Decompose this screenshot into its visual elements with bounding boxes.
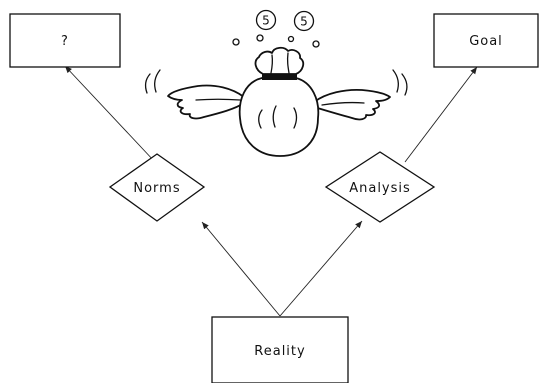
goal-box: Goal — [433, 13, 539, 68]
motion-lines-right-icon — [392, 69, 408, 96]
left-wing-icon — [167, 84, 245, 120]
reality-box: Reality — [211, 316, 349, 383]
coin-1-icon: 5 — [255, 9, 277, 31]
right-wing-icon — [313, 88, 391, 121]
arrow-reality-to-analysis — [279, 220, 363, 317]
arrow-norms-to-unknown — [64, 65, 156, 163]
goal-label: Goal — [469, 34, 503, 49]
money-bag-tie-icon — [262, 73, 297, 80]
arrow-analysis-to-goal — [404, 66, 478, 163]
unknown-label: ? — [61, 34, 69, 49]
arrow-reality-to-norms — [201, 221, 281, 317]
money-bag-body-icon — [238, 77, 320, 157]
connectors — [64, 65, 478, 317]
unknown-box: ? — [9, 13, 121, 68]
norms-label: Norms — [133, 181, 180, 196]
norms-diamond: Norms — [108, 153, 206, 222]
flying-money-bag-illustration: 5 5 — [144, 9, 408, 157]
coin-2-icon: 5 — [293, 10, 315, 32]
money-bag-top-icon — [254, 46, 305, 75]
coin-2-label: 5 — [300, 15, 308, 29]
coin-1-label: 5 — [262, 14, 270, 28]
reality-label: Reality — [254, 344, 305, 359]
analysis-diamond: Analysis — [324, 151, 436, 223]
analysis-label: Analysis — [349, 181, 411, 196]
motion-lines-left-icon — [144, 69, 161, 94]
